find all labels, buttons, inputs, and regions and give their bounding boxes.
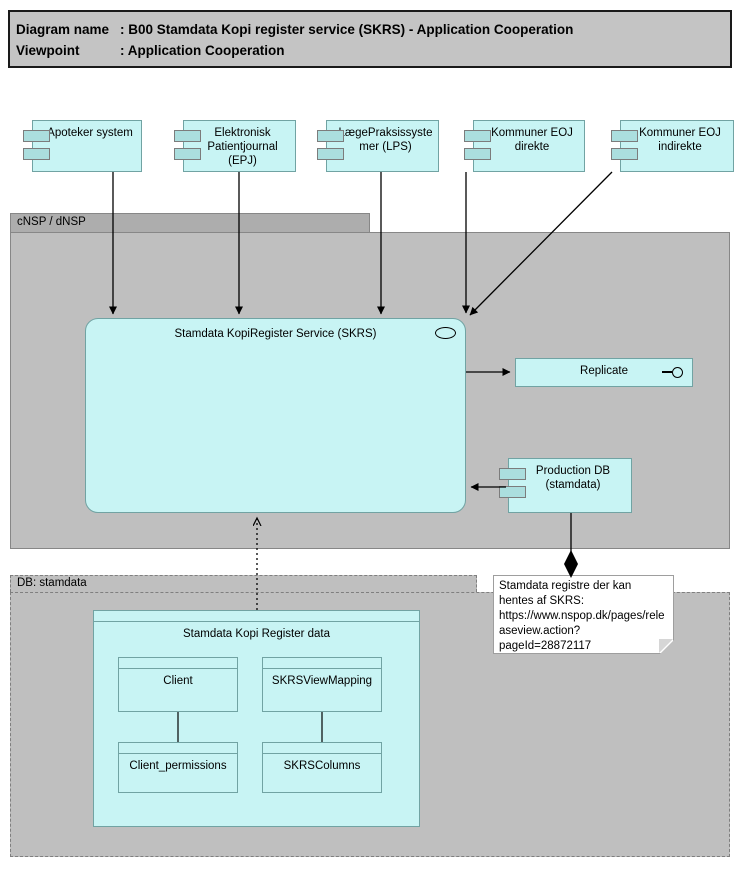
component-port-icon — [499, 468, 526, 480]
component-kommuner-eoj-direkte[interactable]: Kommuner EOJ direkte — [464, 120, 585, 172]
group-db-stamdata-label: DB: stamdata — [17, 577, 87, 589]
component-port-icon — [499, 486, 526, 498]
viewpoint-value: : Application Cooperation — [120, 43, 285, 58]
component-elektronisk-patientjournal[interactable]: Elektronisk Patientjournal (EPJ) — [174, 120, 296, 172]
component-label: Apoteker system — [47, 127, 133, 139]
dataobject-label: Client_permissions — [129, 760, 227, 772]
component-label: LægePraksissystemer (LPS) — [338, 127, 433, 153]
component-port-icon — [611, 130, 638, 142]
note-text: Stamdata registre der kan hentes af SKRS… — [499, 580, 665, 652]
group-db-stamdata-tab[interactable]: DB: stamdata — [10, 575, 477, 592]
dataobject-stamdata-kopi-register-data[interactable]: Stamdata Kopi Register data — [93, 610, 420, 827]
aggregation-diamond-icon — [564, 550, 578, 578]
diagram-name-row: Diagram name : B00 Stamdata Kopi registe… — [16, 19, 724, 40]
dataobject-client[interactable]: Client — [118, 657, 238, 712]
dataobject-label: Stamdata Kopi Register data — [182, 628, 331, 640]
component-port-icon — [317, 148, 344, 160]
application-service-icon — [435, 327, 456, 339]
component-port-icon — [174, 148, 201, 160]
viewpoint-label: Viewpoint — [16, 43, 80, 58]
diagram-title-box: Diagram name : B00 Stamdata Kopi registe… — [8, 10, 732, 68]
diagram-name-label: Diagram name — [16, 22, 110, 37]
note-stamdata-registre[interactable]: Stamdata registre der kan hentes af SKRS… — [493, 575, 674, 654]
component-port-icon — [317, 130, 344, 142]
component-kommuner-eoj-indirekte[interactable]: Kommuner EOJ indirekte — [611, 120, 734, 172]
group-cnsp-label: cNSP / dNSP — [17, 216, 86, 228]
interface-lollipop-icon — [662, 367, 683, 378]
dataobject-top-bar — [263, 658, 381, 669]
component-port-icon — [464, 130, 491, 142]
function-replicate[interactable]: Replicate — [515, 358, 693, 387]
component-port-icon — [464, 148, 491, 160]
group-cnsp-tab[interactable]: cNSP / dNSP — [10, 213, 370, 232]
dataobject-skrscolumns[interactable]: SKRSColumns — [262, 742, 382, 793]
service-skrs-label: Stamdata KopiRegister Service (SKRS) — [174, 328, 377, 340]
dataobject-label: SKRSColumns — [283, 760, 361, 772]
component-port-icon — [23, 148, 50, 160]
diagram-name-value: : B00 Stamdata Kopi register service (SK… — [120, 22, 574, 37]
component-port-icon — [174, 130, 201, 142]
component-production-db[interactable]: Production DB (stamdata) — [499, 458, 632, 513]
component-port-icon — [611, 148, 638, 160]
viewpoint-row: Viewpoint : Application Cooperation — [16, 40, 724, 61]
function-replicate-label: Replicate — [580, 365, 628, 377]
dataobject-client-permissions[interactable]: Client_permissions — [118, 742, 238, 793]
component-label: Elektronisk Patientjournal (EPJ) — [207, 127, 278, 167]
component-apoteker-system[interactable]: Apoteker system — [23, 120, 142, 172]
component-port-icon — [23, 130, 50, 142]
component-label: Kommuner EOJ indirekte — [639, 127, 721, 153]
service-skrs[interactable]: Stamdata KopiRegister Service (SKRS) — [85, 318, 466, 513]
component-laegepraksissystemer[interactable]: LægePraksissystemer (LPS) — [317, 120, 439, 172]
dataobject-skrsviewmapping[interactable]: SKRSViewMapping — [262, 657, 382, 712]
dataobject-top-bar — [263, 743, 381, 754]
dataobject-top-bar — [94, 611, 419, 622]
component-label: Production DB (stamdata) — [535, 465, 611, 491]
component-label: Kommuner EOJ direkte — [491, 127, 573, 153]
dataobject-top-bar — [119, 743, 237, 754]
dataobject-label: Client — [163, 675, 193, 687]
dataobject-top-bar — [119, 658, 237, 669]
dataobject-label: SKRSViewMapping — [271, 675, 373, 687]
